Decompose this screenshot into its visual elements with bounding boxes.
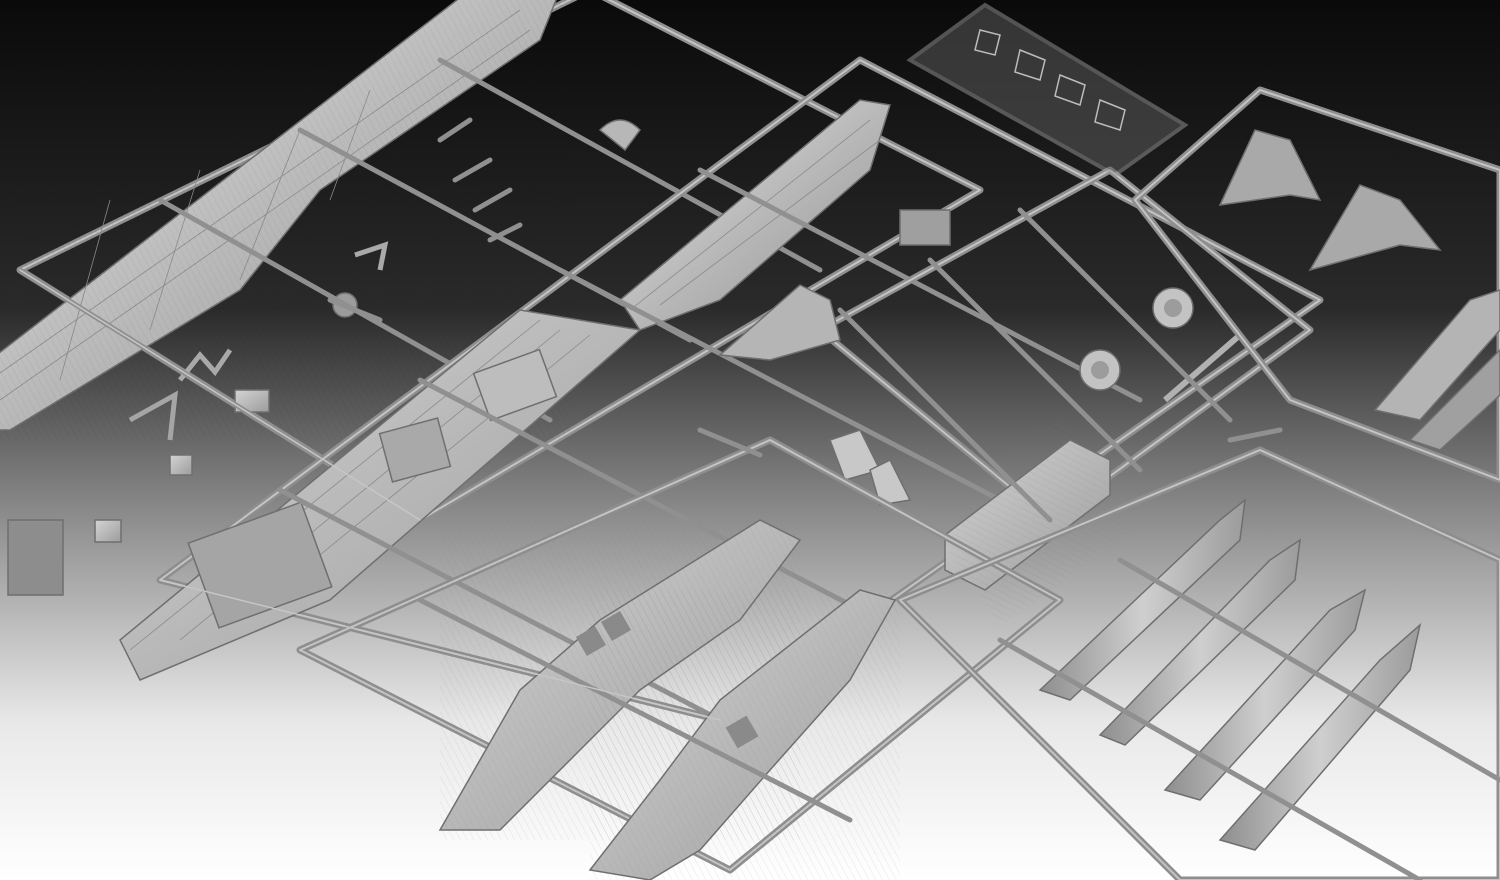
frame-small-parts <box>718 166 1314 627</box>
fuselage-half-right <box>588 589 900 880</box>
small-parts-cluster-left <box>7 117 641 596</box>
propeller-part <box>1163 332 1242 403</box>
float-part-1 <box>1038 498 1246 701</box>
frame-floats <box>896 446 1500 880</box>
wing-part <box>0 0 570 440</box>
wheel-left <box>1079 349 1121 391</box>
wheel-right <box>1152 287 1194 329</box>
frame-tail <box>1131 86 1500 484</box>
connector-gates <box>19 269 1283 721</box>
float-part-3 <box>1163 588 1367 801</box>
float-part-2 <box>1098 538 1301 746</box>
tail-fin-left <box>1218 129 1322 206</box>
tail-fin-right <box>1308 184 1442 272</box>
frame-clear-parts <box>906 2 1189 178</box>
frame-fuselage-halves <box>296 436 1064 880</box>
stabilizer-part <box>718 284 841 361</box>
